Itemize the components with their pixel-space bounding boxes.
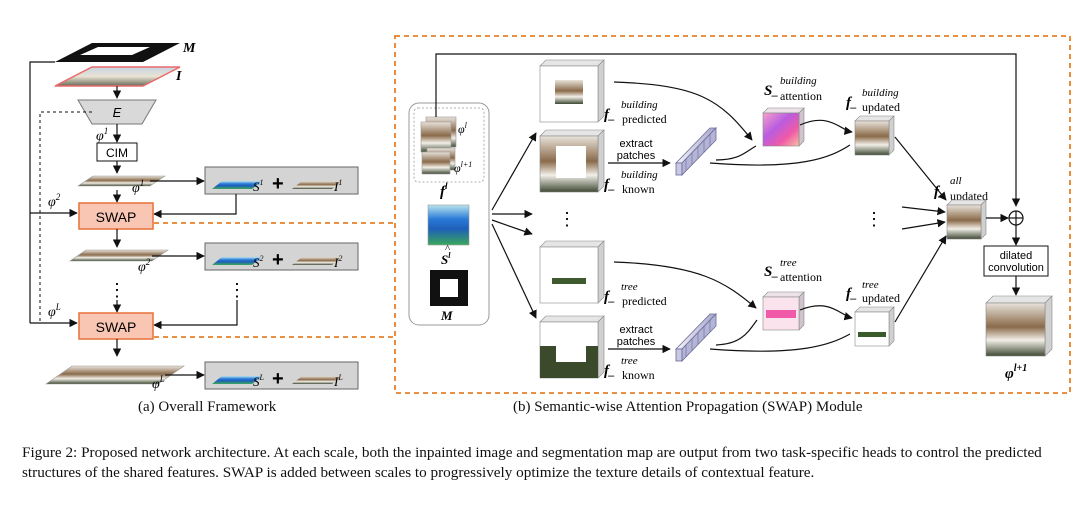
cube-output-phi-l1 [985,295,1053,357]
plus-l: + [272,368,284,390]
dilated-label: dilated [1000,250,1032,262]
label-varphi-l: φL [48,302,61,320]
label-i2: I2 [333,254,342,270]
label-i1: I1 [333,178,342,194]
sub-predicted-tree: predicted [622,294,667,308]
output-head-l [204,361,359,390]
cube-building-known [539,129,605,193]
label-phi-l-b: φl [458,121,468,136]
sup-tree-known: tree [621,355,638,367]
figure-caption: Figure 2: Proposed network architecture.… [22,443,1052,482]
label-i: I [175,69,182,84]
feature-phi-2 [69,249,169,262]
architecture-diagram: M I E φ1 CIM φ1 S1 + I1 SWAP φ2 [29,35,1071,394]
feature-phi-l [45,365,185,385]
label-f-building-predicted: f_ [604,107,615,123]
label-phi-l1-output: φl+1 [1005,363,1027,382]
sub-updated-all: updated [950,189,988,203]
sup-building-predicted: building [621,99,658,111]
swap-block-2 [78,312,154,340]
sub-updated-tree: updated [862,291,900,305]
encoder-block [77,99,157,125]
figure-caption-text: Proposed network architecture. At each s… [22,444,1042,481]
patch-stack-tree [675,313,717,362]
vdots-a-right: ⋮ [228,280,246,300]
sub-predicted-building: predicted [622,112,667,126]
sup-all-updated: all [950,175,962,187]
label-f-tree-known: f_ [604,363,615,379]
feature-phi-1 [77,175,166,187]
cube-building-updated [854,115,895,156]
caption-panel-a: (a) Overall Framework [138,399,277,415]
label-swap-2: SWAP [96,319,137,335]
label-phi-2: φ2 [138,257,151,275]
label-il: IL [333,373,343,389]
label-f-l: fl [440,181,448,200]
label-varphi-1: φ1 [96,126,108,144]
input-mask-and-image [54,43,181,87]
label-sl: SL [253,373,265,389]
label-s2: S2 [253,254,264,270]
vdots-a-left: ⋮ [108,280,126,300]
sup-building-updated: building [862,87,899,99]
sub-known-tree: known [622,368,655,382]
cube-tree-known [539,315,605,379]
hat-mark: ^ [445,243,451,255]
label-s-tree-attention: S_ [764,264,778,280]
label-f-building-updated: f_ [846,95,857,111]
label-phi-l: φL [152,374,165,392]
output-head-1 [204,166,359,195]
sup-building-known: building [621,169,658,181]
caption-panel-b: (b) Semantic-wise Attention Propagation … [513,399,863,415]
label-m-b: M [440,308,453,323]
label-phi-1: φ1 [132,178,144,196]
panel-b: φl φl+1 fl Sl ^ M f_ building predicted [394,35,1071,394]
patch-stack-building [675,127,717,176]
label-encoder: E [113,105,122,120]
swap-module-frame [394,35,1071,394]
label-f-tree-updated: f_ [846,286,857,302]
panel-a: M I E φ1 CIM φ1 S1 + I1 SWAP φ2 [29,41,395,392]
sub-updated-building: updated [862,100,900,114]
figure-label: Figure 2: [22,444,78,461]
segmap-input [427,204,470,246]
vdots-b-left: ⋮ [558,209,576,229]
cube-tree-predicted [539,240,605,304]
output-head-2 [204,242,359,271]
label-f-all-updated: f_ [934,184,945,200]
patches-label-building: patches [617,150,656,162]
convolution-label: convolution [988,262,1044,274]
sub-attention-building: attention [780,89,822,103]
label-phi-l1-b: φl+1 [454,160,472,175]
sup-tree-attention: tree [780,257,797,269]
extract-label-building: extract [619,138,652,150]
label-s-building-attention: S_ [764,83,778,99]
swap-block-1 [78,202,154,230]
extract-label-tree: extract [619,324,652,336]
patches-label-tree: patches [617,336,656,348]
label-s-hat-l: Sl [441,251,451,267]
label-m: M [182,41,196,56]
plus-2: + [272,249,284,271]
attention-map-building [762,107,805,147]
sub-attention-tree: attention [780,270,822,284]
sup-tree-predicted: tree [621,281,638,293]
plus-1: + [272,173,284,195]
label-swap-1: SWAP [96,209,137,225]
cube-all-updated [946,199,987,240]
label-s1: S1 [253,178,264,194]
cube-building-predicted [539,59,605,123]
cube-tree-updated [854,306,895,347]
sub-known-building: known [622,182,655,196]
dilated-conv-block [983,245,1049,277]
attention-map-tree [762,291,805,331]
sup-tree-updated: tree [862,279,879,291]
label-f-tree-predicted: f_ [604,289,615,305]
label-varphi-2: φ2 [48,192,61,210]
vdots-b-right: ⋮ [865,209,883,229]
label-f-building-known: f_ [604,177,615,193]
sup-building-attention: building [780,75,817,87]
label-cim: CIM [106,146,128,160]
